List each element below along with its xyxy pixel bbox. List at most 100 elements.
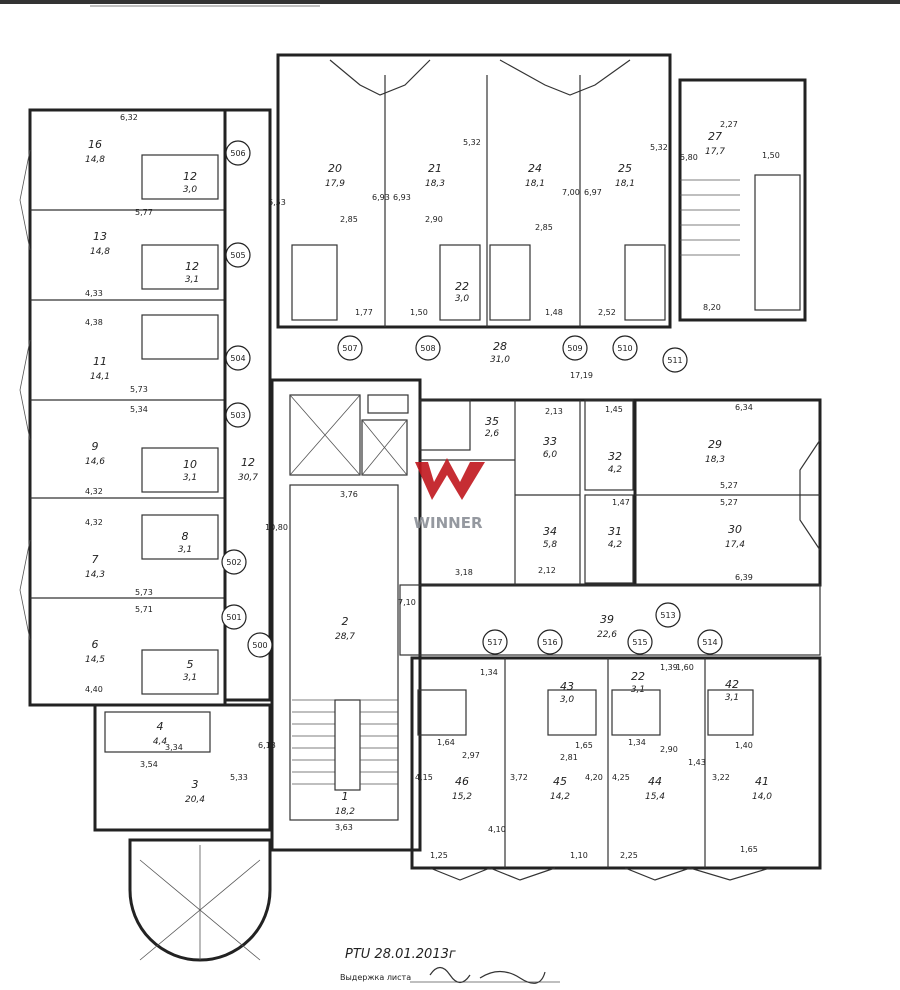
- svg-text:16: 16: [88, 138, 102, 151]
- svg-text:1: 1: [342, 790, 349, 803]
- svg-text:506: 506: [230, 149, 245, 158]
- dimension-label: 10,80: [265, 523, 288, 532]
- room-label: 44,4: [153, 720, 168, 747]
- dimension-label: 5,73: [130, 385, 148, 394]
- svg-text:514: 514: [702, 638, 717, 647]
- svg-text:3,0: 3,0: [560, 695, 575, 705]
- svg-text:3,1: 3,1: [185, 275, 199, 285]
- svg-text:5,8: 5,8: [543, 540, 558, 550]
- dimension-label: 4,20: [585, 773, 603, 782]
- svg-text:3,0: 3,0: [455, 294, 470, 304]
- room-label: 433,0: [560, 680, 575, 705]
- winner-logo: WINNER: [413, 458, 485, 532]
- svg-text:22: 22: [455, 280, 469, 293]
- dimension-label: 4,33: [85, 289, 103, 298]
- dimension-label: 1,10: [570, 851, 588, 860]
- room-label: 228,7: [335, 615, 355, 642]
- svg-text:505: 505: [230, 251, 245, 260]
- room-label: 223,0: [455, 280, 470, 304]
- dimension-label: 2,85: [535, 223, 553, 232]
- svg-text:4,2: 4,2: [608, 540, 623, 550]
- svg-text:22,6: 22,6: [597, 630, 617, 640]
- central-core: [270, 378, 422, 852]
- door-marker: 502: [221, 549, 247, 575]
- dimension-label: 1,47: [612, 498, 630, 507]
- dimension-label: 2,81: [560, 753, 578, 762]
- svg-text:12: 12: [185, 260, 199, 273]
- svg-text:510: 510: [617, 344, 632, 353]
- dimension-label: 1,65: [740, 845, 758, 854]
- svg-text:29: 29: [708, 438, 722, 451]
- dimension-label: 4,32: [85, 518, 103, 527]
- dimension-label: 4,15: [415, 773, 433, 782]
- svg-text:517: 517: [487, 638, 502, 647]
- svg-text:4: 4: [157, 720, 164, 733]
- room-label: 53,1: [183, 658, 197, 683]
- room-label: 103,1: [183, 458, 197, 483]
- room-label: 324,2: [608, 450, 623, 475]
- svg-text:28,7: 28,7: [335, 632, 355, 642]
- svg-text:12: 12: [241, 456, 255, 469]
- svg-text:8: 8: [182, 530, 189, 543]
- room-label: 914,6: [85, 440, 105, 467]
- svg-text:2: 2: [342, 615, 349, 628]
- svg-text:3: 3: [192, 778, 199, 791]
- door-marker: 510: [612, 335, 638, 361]
- door-marker: 507: [337, 335, 363, 361]
- door-marker: 511: [662, 347, 688, 373]
- svg-text:20,4: 20,4: [185, 795, 205, 805]
- svg-text:3,1: 3,1: [631, 685, 645, 695]
- svg-text:509: 509: [567, 344, 582, 353]
- svg-text:4,2: 4,2: [608, 465, 623, 475]
- dimension-label: 6,93: [372, 193, 390, 202]
- svg-text:18,3: 18,3: [705, 455, 725, 465]
- svg-text:42: 42: [725, 678, 739, 691]
- svg-text:14,3: 14,3: [85, 570, 105, 580]
- room-label: 123,1: [185, 260, 199, 285]
- room-label: 614,5: [85, 638, 105, 665]
- room-label: 314,2: [608, 525, 623, 550]
- svg-text:18,1: 18,1: [615, 179, 635, 189]
- room-label: 714,3: [85, 553, 105, 580]
- svg-text:3,1: 3,1: [183, 473, 197, 483]
- svg-text:9: 9: [92, 440, 99, 453]
- dimension-label: 1,34: [480, 668, 498, 677]
- svg-text:43: 43: [560, 680, 574, 693]
- dimensions: 6,32 5,77 5,73 5,34 5,73 5,71 4,33 4,38 …: [85, 113, 780, 860]
- dimension-label: 5,27: [720, 498, 738, 507]
- svg-text:46: 46: [455, 775, 469, 788]
- dimension-label: 2,12: [538, 566, 556, 575]
- dimension-label: 8,20: [703, 303, 721, 312]
- svg-text:33: 33: [543, 435, 557, 448]
- dimension-label: 3,76: [340, 490, 358, 499]
- door-marker: 504: [225, 345, 251, 371]
- dimension-label: 1,39: [660, 663, 678, 672]
- room-label: 320,4: [185, 778, 205, 805]
- door-marker: 517: [482, 629, 508, 655]
- room-label: 336,0: [543, 435, 558, 460]
- room-label: 223,1: [631, 670, 645, 695]
- svg-text:10: 10: [183, 458, 197, 471]
- door-marker: 506: [225, 140, 251, 166]
- svg-text:22: 22: [631, 670, 645, 683]
- svg-text:34: 34: [543, 525, 557, 538]
- room-label: 118,2: [335, 790, 355, 817]
- svg-text:44: 44: [648, 775, 662, 788]
- dimension-label: 1,64: [437, 738, 455, 747]
- dimension-label: 2,27: [720, 120, 738, 129]
- dimension-label: 2,52: [598, 308, 616, 317]
- door-marker: 500: [247, 632, 273, 658]
- svg-text:504: 504: [230, 354, 245, 363]
- door-marker: 508: [415, 335, 441, 361]
- svg-text:24: 24: [528, 162, 542, 175]
- svg-text:7: 7: [92, 553, 99, 566]
